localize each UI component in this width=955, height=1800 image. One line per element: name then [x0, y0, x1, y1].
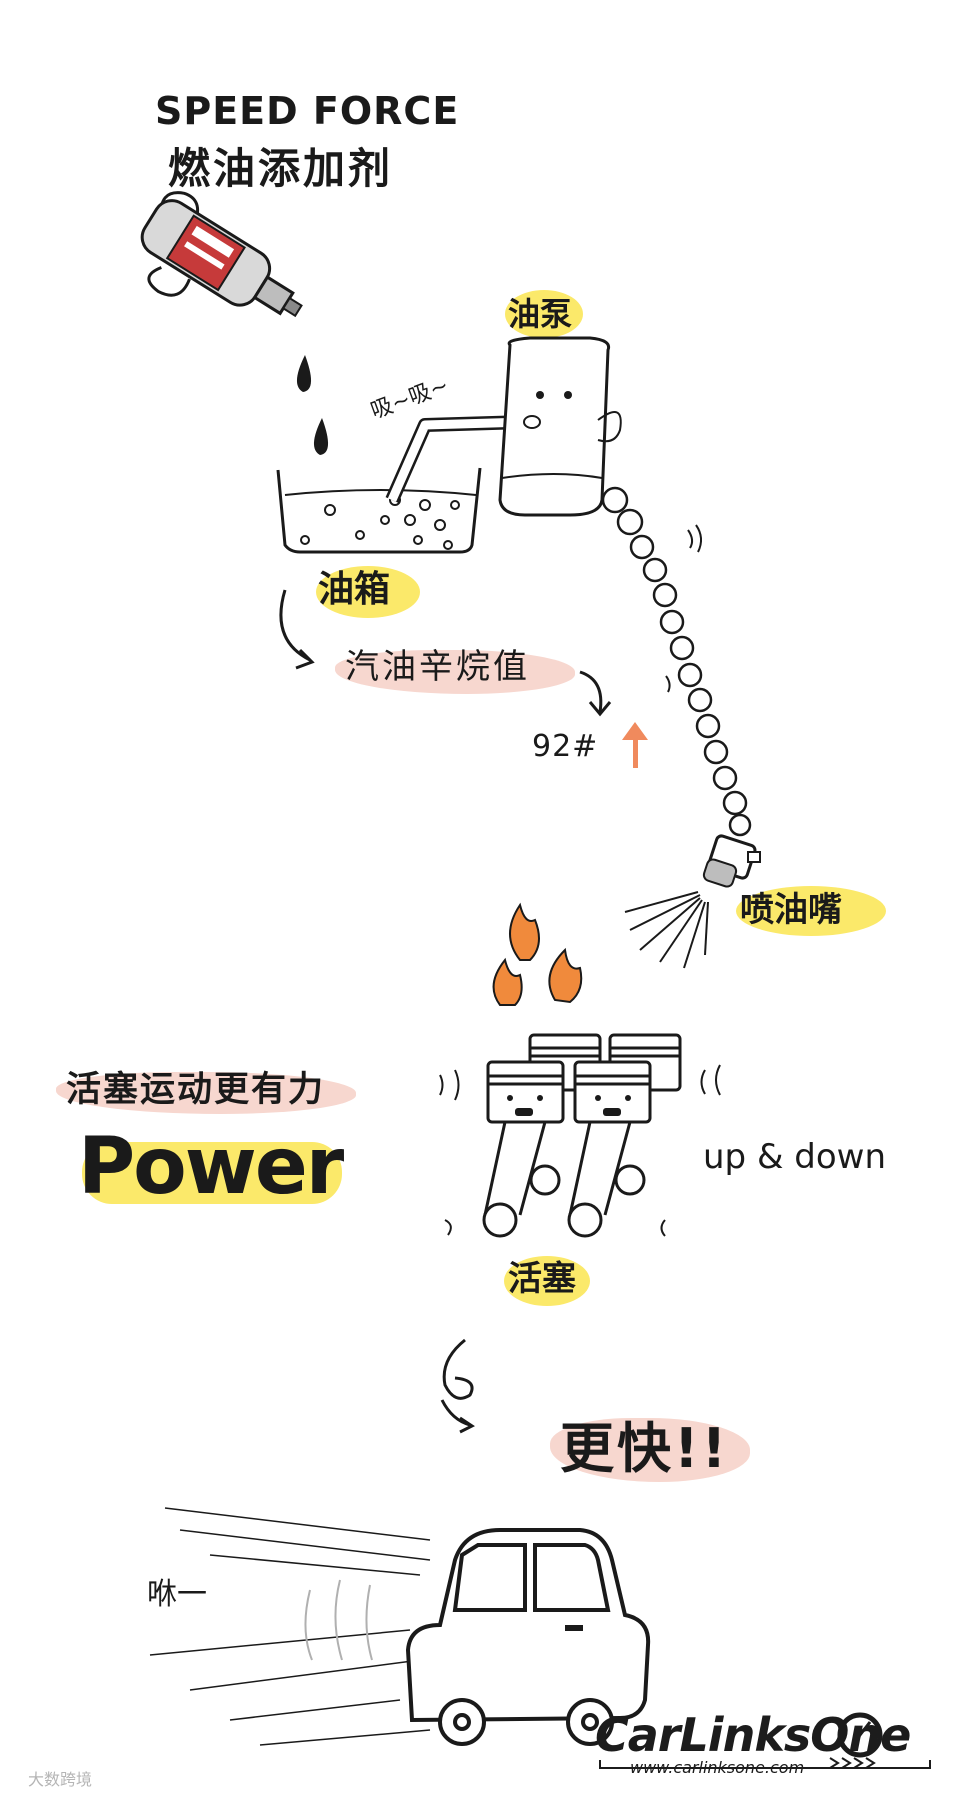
faster-highlight — [550, 1418, 750, 1482]
fuel-drop-1 — [296, 355, 312, 392]
exhaust-lines — [304, 1579, 373, 1661]
pump-label-highlight — [505, 290, 583, 338]
watermark-text: 大数跨境 — [28, 1770, 93, 1789]
piston-faces — [507, 1095, 631, 1116]
piston-power-text: 活塞运动更有力 — [66, 1070, 326, 1110]
fuel-drop-2 — [313, 418, 329, 455]
injector-nozzle-illustration — [702, 834, 761, 888]
octane-label-highlight — [335, 650, 575, 694]
nozzle-label: 喷油嘴 — [740, 890, 842, 930]
power-highlight — [82, 1142, 342, 1204]
piston-text-highlight — [56, 1072, 356, 1114]
fuel-line-illustration — [601, 486, 752, 837]
grade-up-arrow — [622, 722, 648, 768]
flame-icons — [492, 902, 583, 1006]
motion-lines — [439, 1064, 721, 1237]
fuel-pump-character — [498, 336, 622, 517]
title-english: SPEED FORCE — [155, 89, 460, 133]
tank-label: 油箱 — [318, 569, 391, 610]
speed-lines — [149, 1507, 431, 1746]
whoosh-sound-label: 咻一 — [147, 1577, 207, 1612]
nozzle-label-highlight — [736, 886, 886, 936]
additive-bottle-illustration — [140, 191, 303, 318]
tank-label-highlight — [316, 566, 420, 618]
piston-label: 活塞 — [508, 1259, 576, 1299]
octane-grade-label: 92# — [532, 729, 599, 764]
tank-to-octane-arrow — [279, 589, 311, 662]
pump-label: 油泵 — [508, 295, 573, 333]
pistons-illustration — [482, 1033, 682, 1238]
up-down-label: up & down — [703, 1137, 886, 1177]
brand-name: CarLinksOne — [595, 1708, 911, 1762]
fuel-tank-illustration — [276, 467, 482, 554]
title-chinese: 燃油添加剂 — [168, 144, 394, 193]
carlinksone-logo-mark — [599, 1712, 931, 1769]
faster-label: 更快!! — [560, 1417, 730, 1480]
piston-to-faster-arrow — [442, 1338, 474, 1400]
octane-to-92-arrow — [579, 670, 603, 713]
fuel-spray-lines — [624, 891, 709, 969]
car-door-handle — [565, 1625, 583, 1631]
car-illustration — [405, 1528, 651, 1746]
brand-url: www.carlinksone.com — [630, 1758, 805, 1777]
piston-label-highlight — [504, 1256, 590, 1306]
power-text: Power — [78, 1122, 344, 1212]
octane-label: 汽油辛烷值 — [345, 647, 530, 687]
